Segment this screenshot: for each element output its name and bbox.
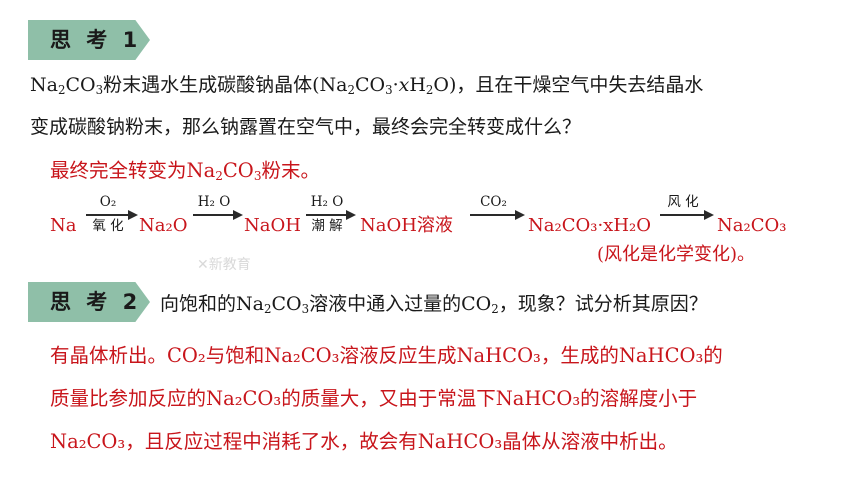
arrow-1-condition-top: O₂ bbox=[99, 194, 117, 210]
q1-text: O)，且在干燥空气中失去结晶水 bbox=[433, 74, 704, 96]
arrow-3-condition-bottom: 潮 解 bbox=[311, 218, 343, 234]
a1-sub: 2 bbox=[215, 169, 223, 184]
reaction-arrow-2: H₂ O bbox=[193, 193, 243, 237]
arrow-head bbox=[233, 210, 243, 220]
question-2: 向饱和的Na2CO3溶液中通入过量的CO2，现象？试分析其原因？ bbox=[160, 292, 708, 316]
watermark-logo: ✕新教育 bbox=[197, 257, 251, 273]
question-1-line-2: 变成碳酸钠粉末，那么钠露置在空气中，最终会完全转变成什么？ bbox=[30, 116, 582, 138]
a1-text: 最终完全转变为Na bbox=[50, 159, 216, 182]
eq-naoh-solution: NaOH溶液 bbox=[360, 215, 453, 236]
section-tag-2: 思 考 2 bbox=[28, 282, 150, 322]
reaction-arrow-5: 风 化 bbox=[660, 193, 714, 237]
q2-sub: 2 bbox=[491, 301, 499, 316]
arrow-1-condition-bottom: 氧 化 bbox=[92, 218, 124, 234]
arrow-line bbox=[660, 214, 706, 216]
arrow-head bbox=[128, 210, 138, 220]
eq-note: (风化是化学变化)。 bbox=[597, 244, 756, 265]
q2-text: 溶液中通入过量的CO bbox=[309, 293, 492, 315]
arrow-3-condition-top: H₂ O bbox=[310, 194, 344, 210]
q1-sub: 2 bbox=[425, 82, 434, 97]
eq-na2co3: Na₂CO₃ bbox=[717, 215, 787, 236]
q1-sub: 3 bbox=[385, 82, 393, 97]
section-tag-1: 思 考 1 bbox=[28, 20, 150, 60]
q1-italic-x: x bbox=[398, 74, 410, 96]
reaction-arrow-4: CO₂ bbox=[470, 193, 525, 237]
a1-text: 粉末。 bbox=[261, 159, 321, 182]
q1-text: · bbox=[392, 74, 399, 96]
eq-hydrate: Na₂CO₃·xH₂O bbox=[528, 215, 651, 236]
q2-text: ，现象？试分析其原因？ bbox=[498, 293, 708, 315]
q1-text: Na bbox=[30, 74, 58, 96]
q2-sub: 2 bbox=[263, 301, 272, 316]
q2-text: 向饱和的Na bbox=[160, 293, 264, 315]
arrow-line bbox=[86, 214, 130, 216]
q1-sub: 2 bbox=[57, 82, 66, 97]
answer-1: 最终完全转变为Na2CO3粉末。 bbox=[50, 158, 320, 184]
q2-text: CO bbox=[271, 293, 302, 315]
q2-sub: 3 bbox=[301, 301, 310, 316]
a1-sub: 3 bbox=[253, 169, 262, 184]
arrow-head bbox=[346, 210, 356, 220]
eq-na2o: Na₂O bbox=[139, 215, 188, 236]
arrow-line bbox=[306, 214, 348, 216]
arrow-head bbox=[515, 210, 525, 220]
eq-naoh: NaOH bbox=[244, 215, 301, 236]
q1-text: CO bbox=[65, 74, 96, 96]
question-1-line-1: Na2CO3粉末遇水生成碳酸钠晶体(Na2CO3·xH2O)，且在干燥空气中失去… bbox=[30, 73, 703, 97]
q1-sub: 2 bbox=[347, 82, 355, 97]
arrow-4-condition-top: CO₂ bbox=[480, 194, 507, 210]
answer-2-line-2: 质量比参加反应的Na₂CO₃的质量大，又由于常温下NaHCO₃的溶解度小于 bbox=[50, 387, 698, 410]
arrow-2-condition-top: H₂ O bbox=[197, 194, 231, 210]
answer-2-line-1: 有晶体析出。CO₂与饱和Na₂CO₃溶液反应生成NaHCO₃，生成的NaHCO₃… bbox=[50, 344, 723, 367]
arrow-head bbox=[704, 210, 714, 220]
q1-text: CO bbox=[354, 74, 386, 96]
arrow-line bbox=[470, 214, 517, 216]
q1-sub: 3 bbox=[95, 82, 104, 97]
q1-text: H bbox=[409, 74, 426, 96]
reaction-arrow-3: H₂ O 潮 解 bbox=[306, 193, 356, 237]
arrow-line bbox=[193, 214, 235, 216]
a1-text: CO bbox=[222, 159, 254, 182]
eq-na: Na bbox=[50, 215, 77, 236]
arrow-5-condition-top: 风 化 bbox=[667, 194, 699, 210]
q1-text: 粉末遇水生成碳酸钠晶体(Na bbox=[103, 74, 348, 96]
answer-2-line-3: Na₂CO₃，且反应过程中消耗了水，故会有NaHCO₃晶体从溶液中析出。 bbox=[50, 430, 678, 453]
reaction-arrow-1: O₂ 氧 化 bbox=[86, 193, 138, 237]
